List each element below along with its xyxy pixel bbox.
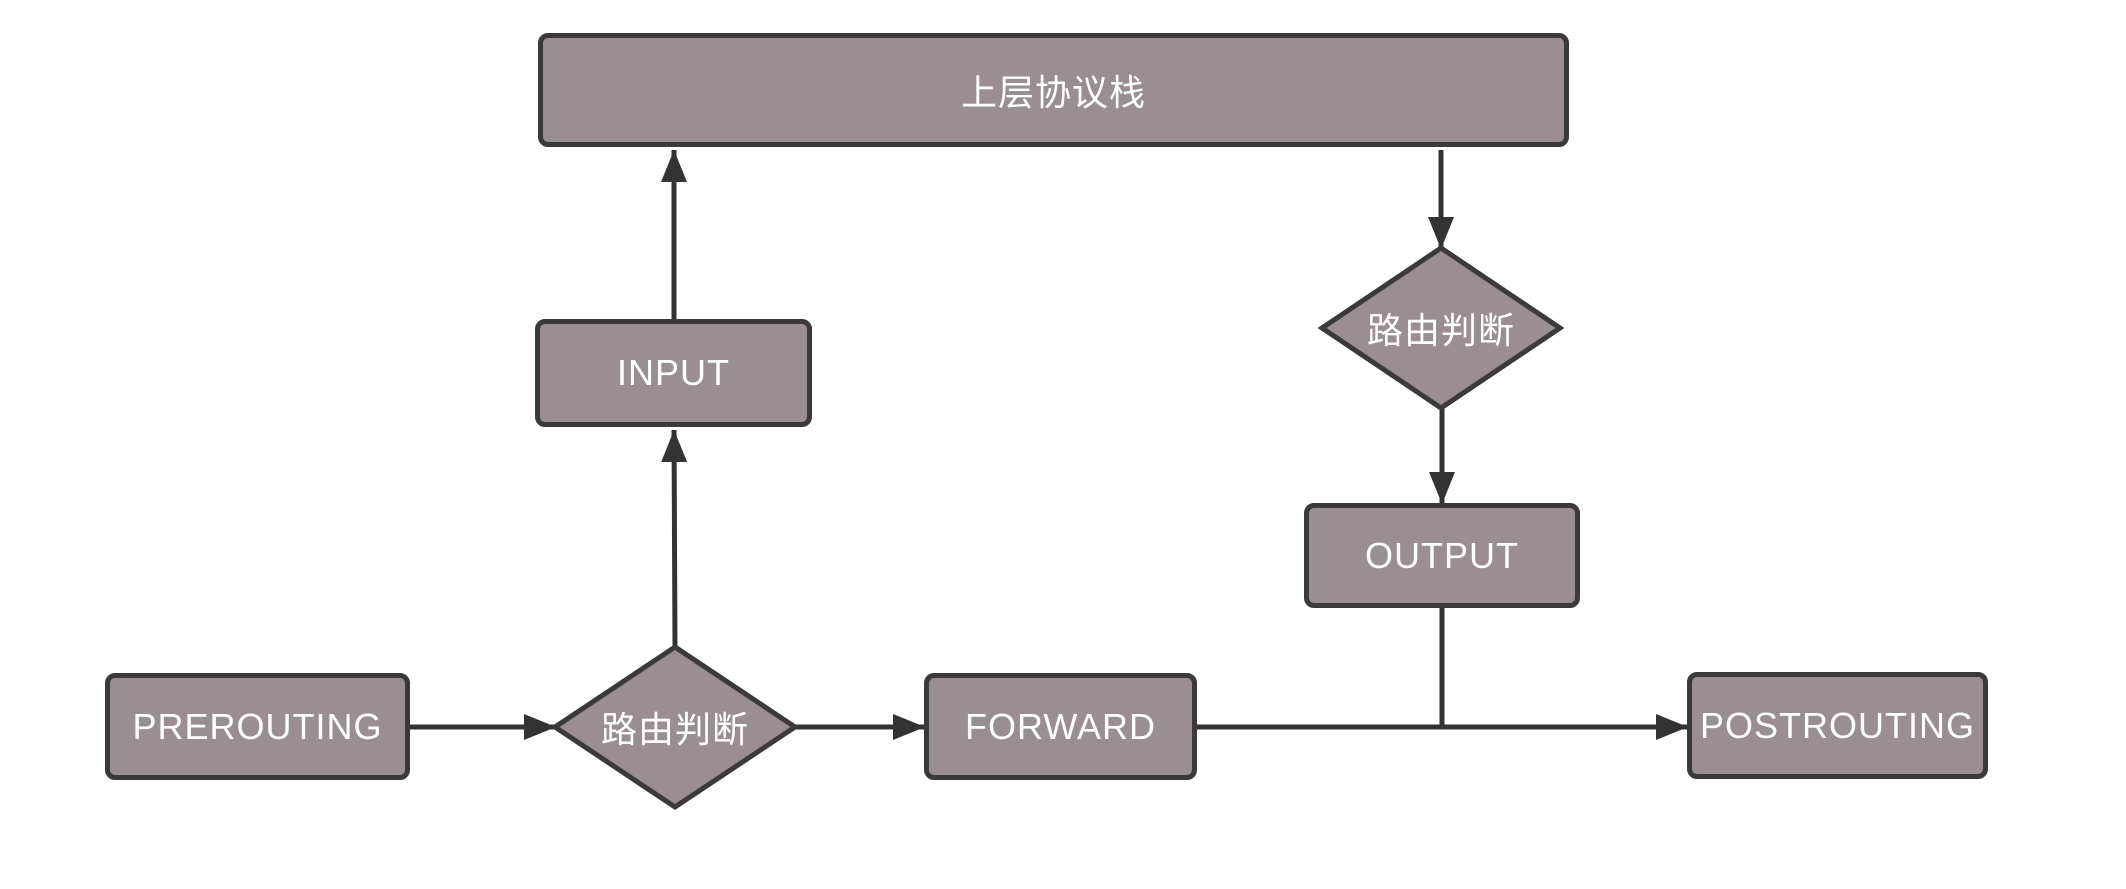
node-input-label: INPUT [617,352,730,393]
node-prerouting: PREROUTING [105,673,410,780]
node-forward: FORWARD [924,673,1197,780]
node-protocol-stack: 上层协议栈 [538,33,1569,147]
node-input: INPUT [535,319,812,427]
node-routing-decision-top-shape [1317,244,1565,412]
edge-routing-decision-bottom-to-input [661,429,688,648]
node-postrouting-label: POSTROUTING [1699,704,1975,746]
node-protocol-stack-label: 上层协议栈 [960,72,1146,113]
node-postrouting: POSTROUTING [1687,672,1988,779]
node-forward-label: FORWARD [965,705,1156,747]
node-routing-decision-bottom-shape [550,643,800,811]
node-output: OUTPUT [1304,503,1580,608]
node-prerouting-label: PREROUTING [132,705,383,747]
node-output-label: OUTPUT [1365,534,1519,576]
